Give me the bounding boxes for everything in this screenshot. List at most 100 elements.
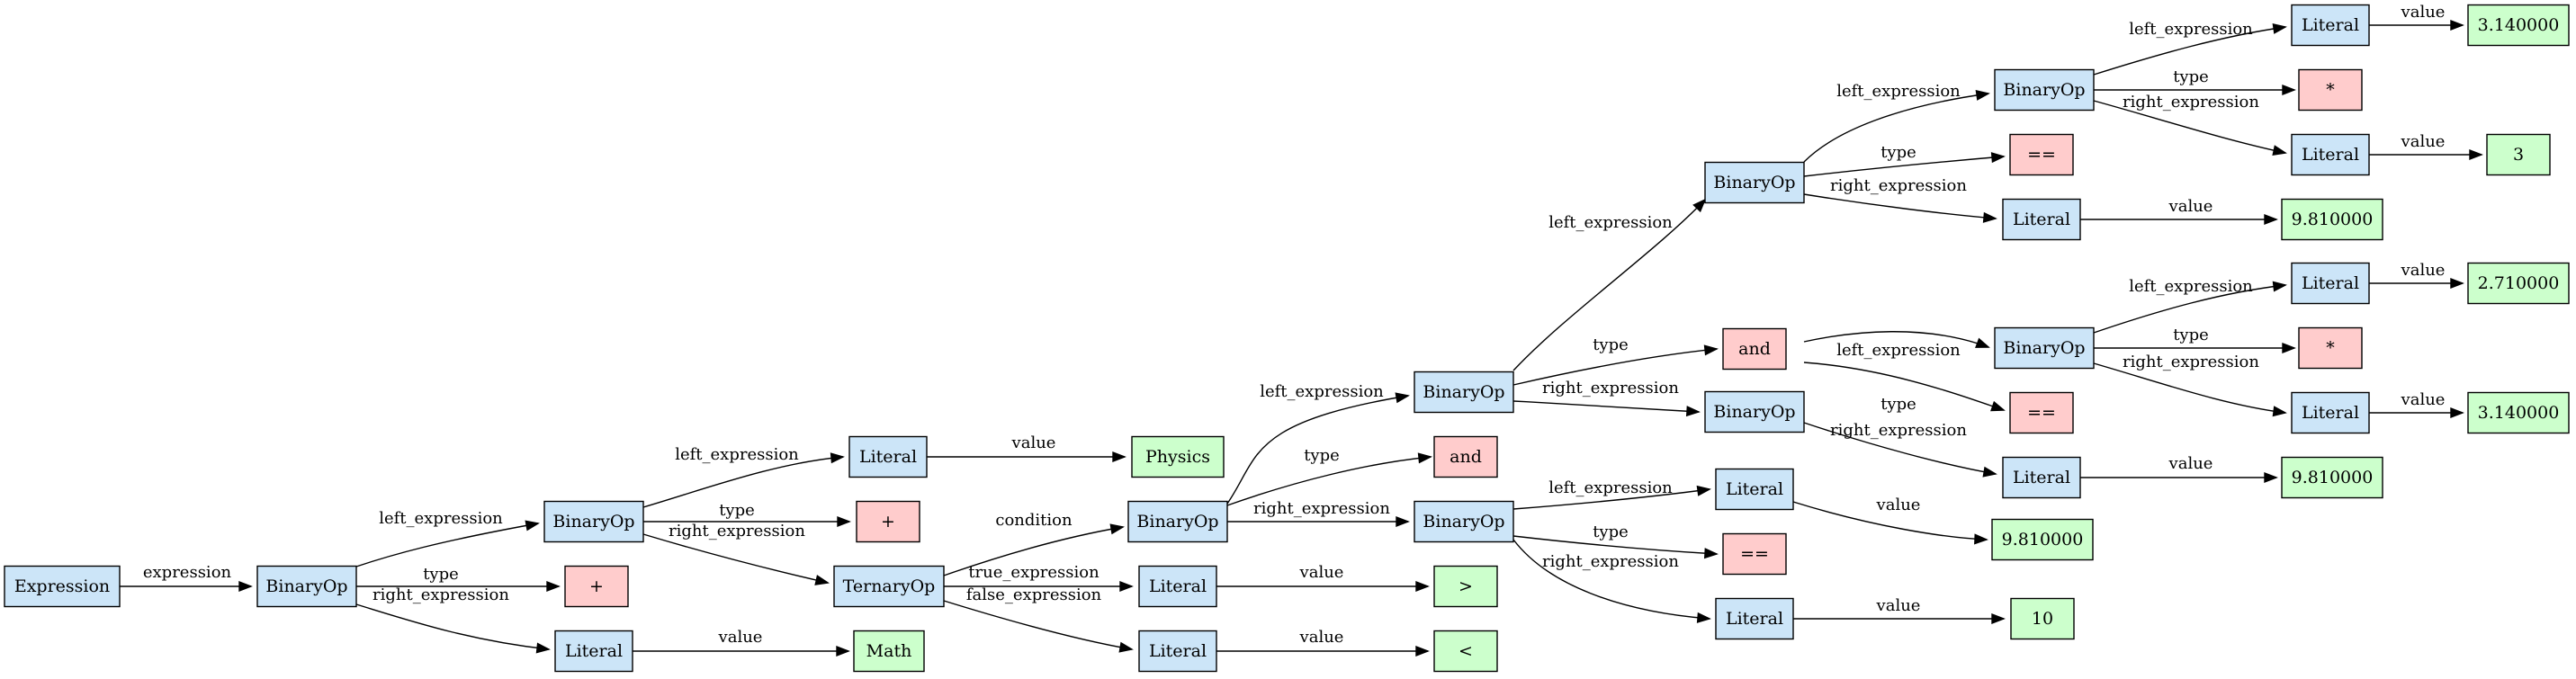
edge-type: type	[1512, 335, 1719, 386]
edge-line	[943, 526, 1124, 576]
edge-value: value	[1216, 628, 1430, 657]
edge-expression: expression	[120, 563, 253, 593]
edge-label: left_expression	[2129, 20, 2253, 39]
node-label: 9.810000	[2292, 468, 2374, 487]
edge-label: left_expression	[1260, 382, 1384, 401]
arrowhead-icon	[2264, 213, 2278, 226]
node-ast-node: Literal	[2002, 198, 2081, 241]
arrowhead-icon	[2469, 148, 2483, 161]
node-ast-node: TernaryOp	[833, 565, 945, 608]
arrowhead-icon	[1109, 523, 1125, 535]
node-box	[2291, 4, 2370, 47]
edge-line	[1803, 193, 1997, 219]
arrowhead-icon	[1975, 337, 1990, 348]
node-box	[2298, 68, 2363, 112]
node-value: 2.710000	[2467, 262, 2570, 305]
arrowhead-icon	[1692, 198, 1707, 213]
node-box	[2281, 198, 2383, 241]
node-label: BinaryOp	[1136, 512, 1218, 532]
node-label: *	[2326, 338, 2335, 358]
node-value: 9.810000	[2281, 198, 2383, 241]
node-box	[564, 565, 629, 608]
node-ast-node: BinaryOp	[1127, 500, 1228, 543]
edge-label: right_expression	[1253, 499, 1390, 518]
arrowhead-icon	[1990, 152, 2006, 164]
node-ast-node: Literal	[2291, 133, 2370, 176]
edge-type: type	[2094, 67, 2296, 96]
edge-label: left_expression	[1836, 341, 1961, 360]
edge-left-expression: left_expression	[1512, 478, 1711, 510]
edge-label: value	[2401, 3, 2446, 22]
node-label: ==	[1740, 544, 1769, 564]
arrowhead-icon	[1415, 645, 1430, 657]
node-ast-node: Literal	[1138, 630, 1217, 673]
arrowhead-icon	[1703, 344, 1719, 356]
edge-label: type	[1880, 395, 1916, 414]
node-label: 9.810000	[2002, 530, 2084, 549]
node-box	[2467, 4, 2570, 47]
node-box	[856, 500, 920, 543]
node-label: Expression	[14, 576, 110, 596]
node-box	[1433, 565, 1498, 608]
arrowhead-icon	[1975, 89, 1990, 101]
node-label: ==	[2027, 145, 2056, 165]
node-label: 10	[2032, 609, 2053, 629]
arrowhead-icon	[1991, 612, 2006, 625]
edge-line	[1512, 488, 1710, 510]
node-label: +	[881, 512, 895, 532]
arrowhead-icon	[525, 520, 540, 532]
edge-label: value	[1876, 496, 1921, 514]
arrowhead-icon	[814, 575, 830, 585]
edge-type: type	[643, 501, 851, 528]
edge-value: value	[2369, 132, 2483, 161]
node-box	[1414, 371, 1514, 414]
node-label: TernaryOp	[843, 576, 936, 596]
node-box	[2486, 133, 2551, 176]
node-label: 3	[2513, 145, 2524, 165]
edge-line	[1226, 395, 1409, 505]
edge-label: value	[2168, 454, 2213, 473]
node-label: and	[1450, 447, 1482, 467]
node-box	[1127, 500, 1228, 543]
node-box	[853, 630, 925, 673]
edge-line	[2093, 284, 2286, 334]
edge-label: false_expression	[966, 585, 1102, 604]
node-box	[1433, 630, 1498, 673]
node-box	[1715, 468, 1794, 511]
node-label: +	[589, 576, 604, 596]
edge-label: value	[2168, 197, 2213, 216]
edge-line	[2093, 100, 2286, 154]
node-box	[1704, 161, 1805, 204]
arrowhead-icon	[2282, 84, 2296, 96]
edge-label: right_expression	[2123, 353, 2259, 371]
edge-label: value	[1876, 596, 1921, 615]
edge-label: type	[423, 565, 459, 584]
node-value: 3.140000	[2467, 391, 2570, 434]
edge-label: type	[719, 501, 755, 520]
node-operator: ==	[2009, 133, 2074, 176]
edge-left-expression: left_expression	[642, 445, 845, 508]
edge-line	[642, 533, 829, 584]
edge-line	[1512, 539, 1710, 620]
arrowhead-icon	[830, 452, 845, 464]
node-box	[1715, 597, 1794, 640]
node-box	[2291, 391, 2370, 434]
edge-left-expression: left_expression	[1803, 82, 1990, 163]
node-ast-node: Literal	[2291, 391, 2370, 434]
node-label: Literal	[1726, 609, 1783, 629]
node-value: 9.810000	[2281, 456, 2383, 499]
arrowhead-icon	[1119, 580, 1134, 593]
edge-false-expression: false_expression	[943, 585, 1134, 653]
edge-type: type	[1226, 446, 1432, 506]
arrowhead-icon	[2272, 145, 2287, 156]
node-box	[4, 565, 121, 608]
arrowhead-icon	[535, 642, 551, 654]
edge-right-expression: right_expression	[642, 522, 830, 585]
edge-label: value	[2401, 261, 2446, 280]
edge-label: left_expression	[1548, 478, 1673, 497]
node-box	[1994, 326, 2095, 370]
edge-value: value	[2369, 390, 2464, 419]
node-box	[1991, 518, 2094, 561]
node-ast-node: BinaryOp	[1414, 500, 1514, 543]
node-ast-node: Literal	[1715, 468, 1794, 511]
